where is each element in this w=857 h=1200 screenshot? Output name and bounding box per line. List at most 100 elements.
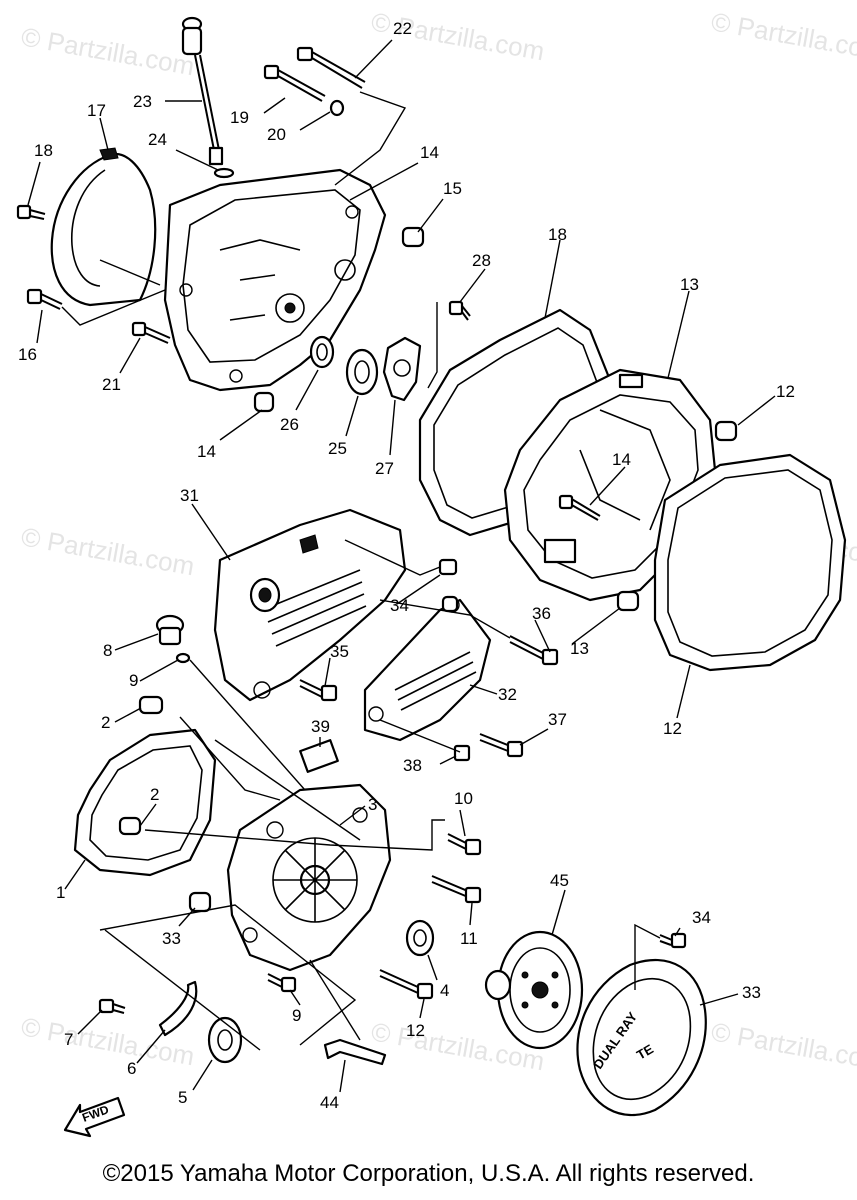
crankcase-right-group bbox=[418, 308, 847, 672]
callout-label: 21 bbox=[102, 375, 121, 394]
plate-part bbox=[382, 336, 422, 402]
watermark: © Partzilla.com bbox=[709, 6, 857, 66]
callout-label: 7 bbox=[64, 1030, 73, 1049]
oil-seal-part bbox=[309, 335, 335, 369]
callout-label: 11 bbox=[460, 929, 478, 948]
plate-part bbox=[299, 739, 339, 773]
bolt-part bbox=[448, 300, 471, 321]
callout-label: 9 bbox=[129, 671, 138, 690]
crankcase-cover-part bbox=[226, 783, 392, 972]
callout-label: 5 bbox=[178, 1088, 187, 1107]
callout-label: 24 bbox=[148, 130, 167, 149]
dowel-pin-part bbox=[188, 891, 212, 913]
callout-label: 33 bbox=[162, 929, 181, 948]
callout-label: 34 bbox=[692, 908, 711, 927]
bolt-part bbox=[26, 288, 63, 310]
gasket-part bbox=[73, 728, 217, 877]
dowel-pin-part bbox=[714, 420, 738, 442]
bolt-part bbox=[267, 973, 297, 993]
callout-label: 27 bbox=[375, 459, 394, 478]
callout-label: 39 bbox=[311, 717, 330, 736]
callout-label: 18 bbox=[548, 225, 567, 244]
callout-label: 14 bbox=[612, 450, 631, 469]
fwd-arrow-icon: FWD bbox=[63, 1096, 126, 1138]
watermark: © Partzilla.com bbox=[19, 21, 197, 81]
callout-label: 2 bbox=[150, 785, 159, 804]
callout-label: 6 bbox=[127, 1059, 136, 1078]
dowel-pin-part bbox=[401, 226, 425, 248]
callout-label: 35 bbox=[330, 642, 349, 661]
callout-label: 20 bbox=[267, 125, 286, 144]
gasket-part bbox=[653, 453, 847, 672]
cover-part bbox=[213, 508, 407, 702]
bearing-part bbox=[345, 348, 379, 396]
middle-cover-group bbox=[213, 508, 559, 762]
dowel-pin-part bbox=[118, 816, 142, 836]
oil-seal-part bbox=[207, 1016, 243, 1064]
washer-part bbox=[329, 99, 345, 117]
callout-label: 2 bbox=[101, 713, 110, 732]
bolt-part bbox=[263, 64, 326, 102]
lower-cover-group: FWD bbox=[63, 614, 482, 1138]
watermark: © Partzilla.com bbox=[709, 1016, 857, 1076]
callout-label: 9 bbox=[292, 1006, 301, 1025]
callout-label: 12 bbox=[776, 382, 795, 401]
plug-part bbox=[155, 614, 185, 646]
copyright-notice: ©2015 Yamaha Motor Corporation, U.S.A. A… bbox=[102, 1160, 755, 1187]
callout-label: 33 bbox=[742, 983, 761, 1002]
callout-label: 3 bbox=[368, 795, 377, 814]
bracket-part bbox=[158, 980, 198, 1037]
cover-emblem-text: TE bbox=[634, 1041, 656, 1062]
callout-label: 4 bbox=[440, 981, 449, 1000]
dowel-pin-part bbox=[616, 590, 640, 612]
bolt-part bbox=[299, 679, 338, 702]
callout-label: 16 bbox=[18, 345, 37, 364]
dowel-pin-part bbox=[441, 595, 459, 613]
bolt-part bbox=[447, 833, 482, 856]
side-cover-part bbox=[50, 147, 157, 307]
callout-label: 38 bbox=[403, 756, 422, 775]
callout-label: 19 bbox=[230, 108, 249, 127]
callout-label: 13 bbox=[570, 639, 589, 658]
callout-label: 14 bbox=[197, 442, 216, 461]
generator-group: DUAL RAY TE bbox=[484, 923, 707, 1116]
oil-seal-part bbox=[405, 919, 435, 957]
callout-label: 26 bbox=[280, 415, 299, 434]
crankcase-cover-group bbox=[16, 16, 471, 413]
bolt-part bbox=[479, 733, 524, 758]
callout-label: 37 bbox=[548, 710, 567, 729]
bolt-part bbox=[453, 744, 471, 762]
exploded-parts-diagram: © Partzilla.com © Partzilla.com © Partzi… bbox=[16, 6, 857, 1138]
callout-label: 15 bbox=[443, 179, 462, 198]
dowel-pin-part bbox=[138, 695, 164, 715]
bolt-part bbox=[296, 46, 366, 89]
bolt-part bbox=[438, 558, 458, 576]
leader-lines bbox=[27, 39, 776, 1093]
callout-label: 12 bbox=[406, 1021, 425, 1040]
callout-label: 18 bbox=[34, 141, 53, 160]
callout-label: 8 bbox=[103, 641, 112, 660]
o-ring-part bbox=[213, 167, 235, 179]
callout-label: 10 bbox=[454, 789, 473, 808]
dipstick-part bbox=[181, 16, 224, 166]
bolt-part bbox=[16, 204, 46, 220]
bolt-part bbox=[558, 494, 601, 521]
dowel-pin-part bbox=[253, 391, 275, 413]
o-ring-part bbox=[175, 652, 191, 664]
bolt-part bbox=[131, 321, 171, 344]
generator-cover-part: DUAL RAY TE bbox=[576, 959, 707, 1116]
callout-label: 1 bbox=[56, 883, 65, 902]
plate-part bbox=[363, 597, 492, 742]
bolt-part bbox=[659, 932, 687, 949]
callout-label: 45 bbox=[550, 871, 569, 890]
callout-label: 28 bbox=[472, 251, 491, 270]
bolt-part bbox=[431, 875, 482, 904]
callout-label: 34 bbox=[390, 596, 409, 615]
callout-label: 36 bbox=[532, 604, 551, 623]
rotor-part bbox=[484, 930, 584, 1050]
callout-label: 14 bbox=[420, 143, 439, 162]
callout-label: 44 bbox=[320, 1093, 339, 1112]
callout-label: 25 bbox=[328, 439, 347, 458]
watermark: © Partzilla.com bbox=[19, 521, 197, 581]
bolt-part bbox=[98, 998, 126, 1014]
